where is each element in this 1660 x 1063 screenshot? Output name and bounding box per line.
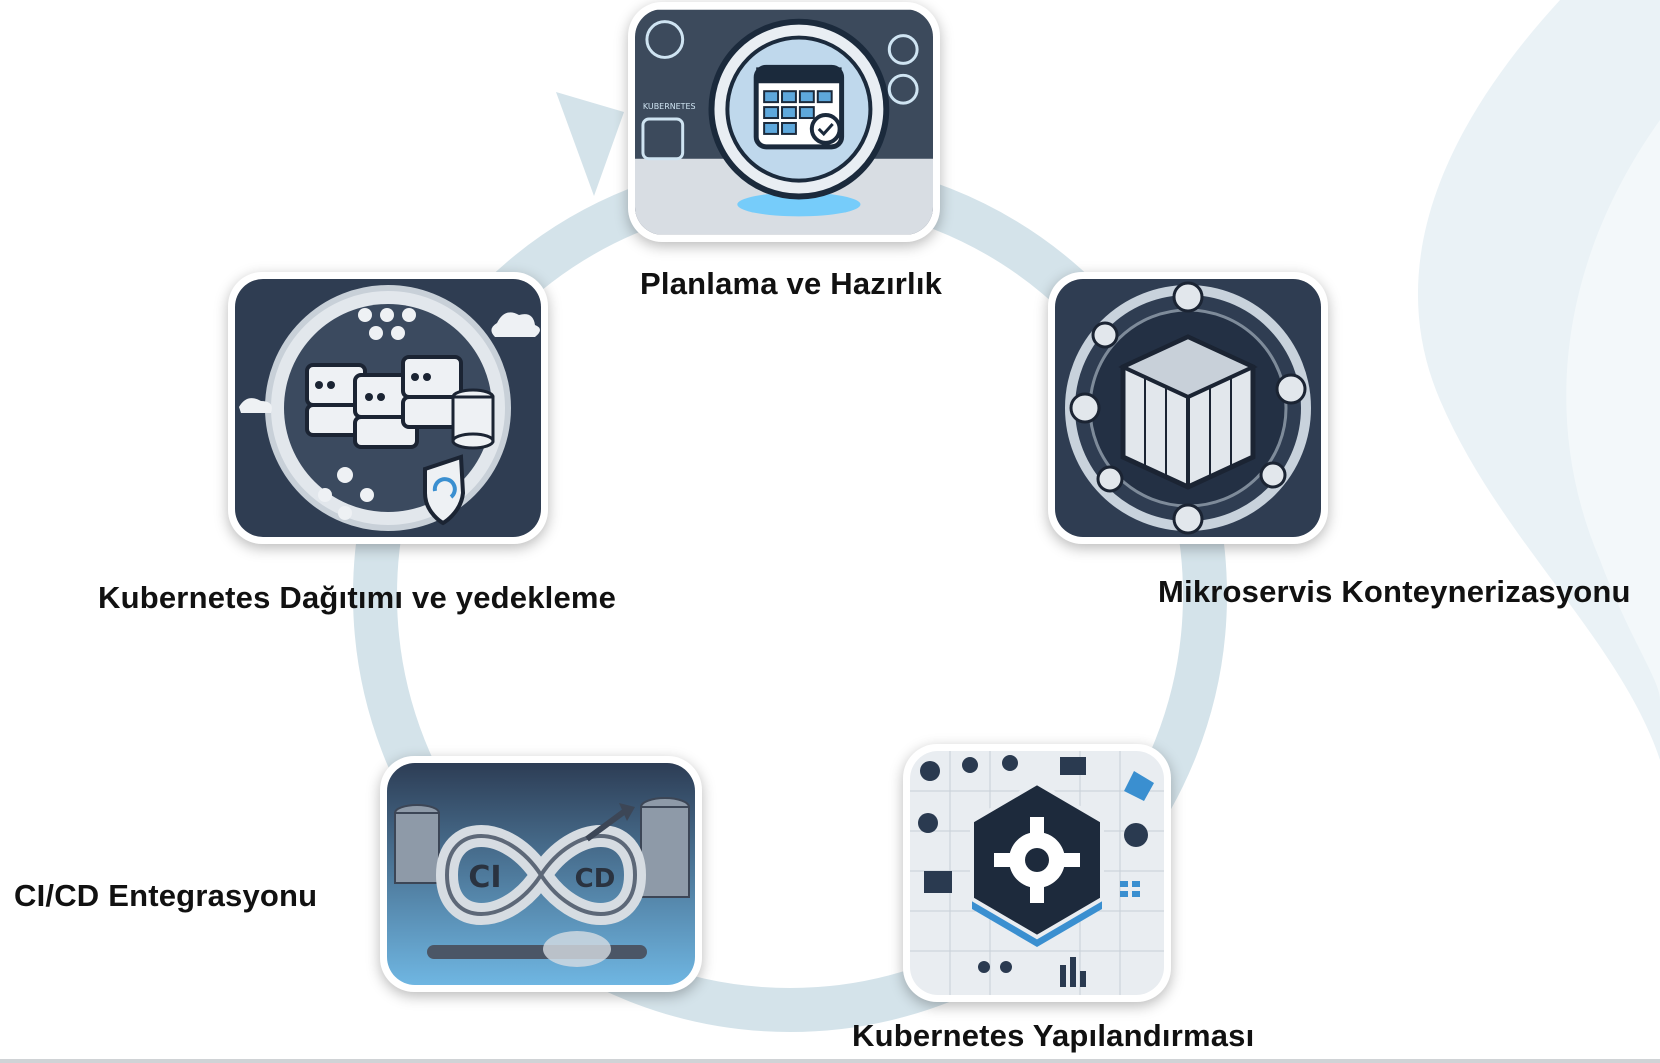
kubernetes-brand-text: KUBERNETES <box>643 102 696 111</box>
cd-text: CD <box>575 864 616 894</box>
step-label-deployment-backup: Kubernetes Dağıtımı ve yedekleme <box>98 580 617 615</box>
server-backup-icon <box>235 279 541 537</box>
step-card-cicd: CI CD <box>380 756 702 992</box>
step-label-containerization: Mikroservis Konteynerizasyonu <box>1158 574 1631 609</box>
step-card-containerization <box>1048 272 1328 544</box>
calendar-planning-icon: KUBERNETES <box>635 9 933 235</box>
background-swoosh <box>1417 0 1660 760</box>
kubernetes-config-icon <box>910 751 1164 995</box>
step-card-kubernetes-configuration <box>903 744 1171 1002</box>
ci-text: CI <box>468 860 501 895</box>
cycle-arrowhead <box>556 92 624 196</box>
bottom-divider <box>0 1059 1660 1063</box>
step-label-kubernetes-configuration: Kubernetes Yapılandırması <box>852 1018 1255 1053</box>
background-swoosh-2 <box>1566 120 1660 700</box>
step-card-planning: KUBERNETES <box>628 2 940 242</box>
step-card-deployment-backup <box>228 272 548 544</box>
step-label-planning: Planlama ve Hazırlık <box>640 266 943 301</box>
step-label-cicd: CI/CD Entegrasyonu <box>14 878 318 913</box>
container-cube-icon <box>1055 279 1321 537</box>
cicd-infinity-icon: CI CD <box>387 763 695 985</box>
